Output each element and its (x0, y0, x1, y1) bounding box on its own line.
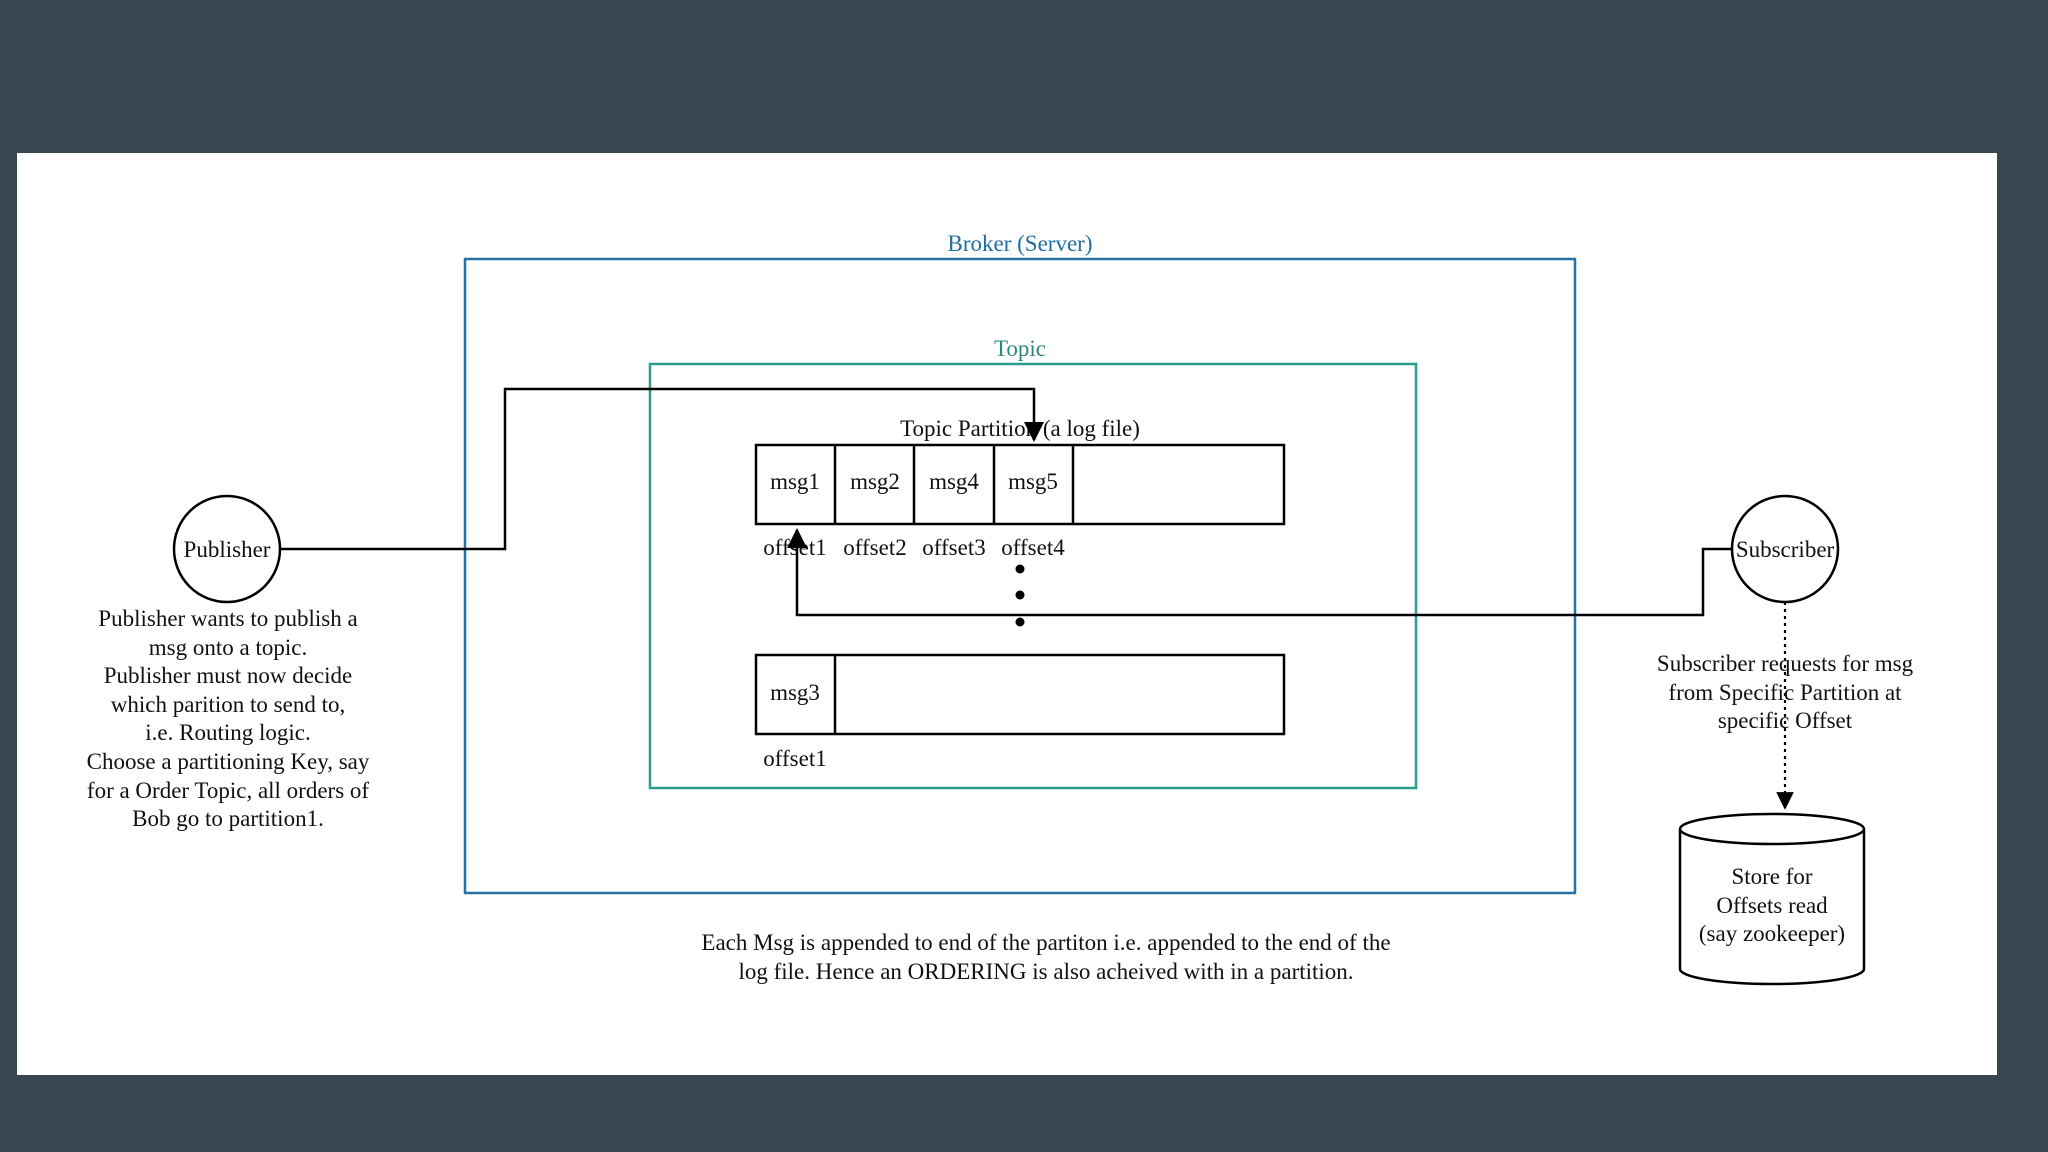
broker-title: Broker (Server) (948, 231, 1093, 256)
kafka-diagram: Broker (Server) Topic Topic Partition (a… (87, 231, 1914, 986)
message-cell: msg1 (770, 469, 820, 494)
topic-box (648, 362, 1418, 790)
subscriber-note-line: specific Offset (1718, 708, 1853, 733)
offset-label: offset2 (843, 535, 906, 560)
offset-label: offset1 (763, 535, 826, 560)
offset-label: offset1 (763, 746, 826, 771)
publisher-note-line: for a Order Topic, all orders of (87, 778, 370, 803)
publisher-note-line: Publisher wants to publish a (98, 606, 357, 631)
diagram-canvas: Broker (Server) Topic Topic Partition (a… (17, 153, 1997, 1075)
publisher-note-line: which parition to send to, (111, 692, 345, 717)
cylinder-body (1678, 829, 1866, 986)
subscriber-note-line: Subscriber requests for msg (1657, 651, 1914, 676)
publisher-note-line: Choose a partitioning Key, say (87, 749, 370, 774)
footer-note-line: log file. Hence an ORDERING is also ache… (738, 959, 1353, 984)
broker-box (463, 257, 1577, 895)
offset-store-cylinder (1678, 812, 1866, 986)
publisher-note-line: i.e. Routing logic. (145, 720, 310, 745)
publish-arrow (280, 387, 1044, 551)
cylinder-top (1678, 812, 1866, 846)
topic-title: Topic (994, 336, 1046, 361)
footer-note-line: Each Msg is appended to end of the parti… (701, 930, 1390, 955)
ellipsis-dots (1015, 564, 1025, 627)
message-cell: msg4 (929, 469, 979, 494)
store-label-line: Offsets read (1716, 893, 1828, 918)
partition1-cells (833, 445, 1075, 524)
store-label-line: Store for (1731, 864, 1812, 889)
ellipsis-dot (1015, 617, 1025, 627)
store-label-line: (say zookeeper) (1699, 921, 1845, 946)
message-cell: msg2 (850, 469, 900, 494)
ellipsis-dot (1015, 590, 1025, 600)
subscribe-arrow (787, 528, 1732, 617)
publisher-note-line: Bob go to partition1. (132, 806, 324, 831)
message-cell: msg5 (1008, 469, 1058, 494)
subscriber-note-line: from Specific Partition at (1668, 680, 1902, 705)
publisher-note-line: Publisher must now decide (104, 663, 353, 688)
partition2-log (754, 653, 1286, 736)
offset-label: offset4 (1001, 535, 1065, 560)
message-cell: msg3 (770, 680, 820, 705)
ellipsis-dot (1015, 564, 1025, 574)
publisher-note-line: msg onto a topic. (149, 635, 307, 660)
publisher-note: Publisher wants to publish a msg onto a … (87, 606, 370, 831)
publisher-label: Publisher (184, 537, 271, 562)
subscriber-note: Subscriber requests for msg from Specifi… (1657, 651, 1914, 733)
offset-label: offset3 (922, 535, 985, 560)
partition1-log (754, 443, 1286, 526)
partition1-title: Topic Partition (a log file) (900, 416, 1140, 441)
subscriber-label: Subscriber (1736, 537, 1835, 562)
